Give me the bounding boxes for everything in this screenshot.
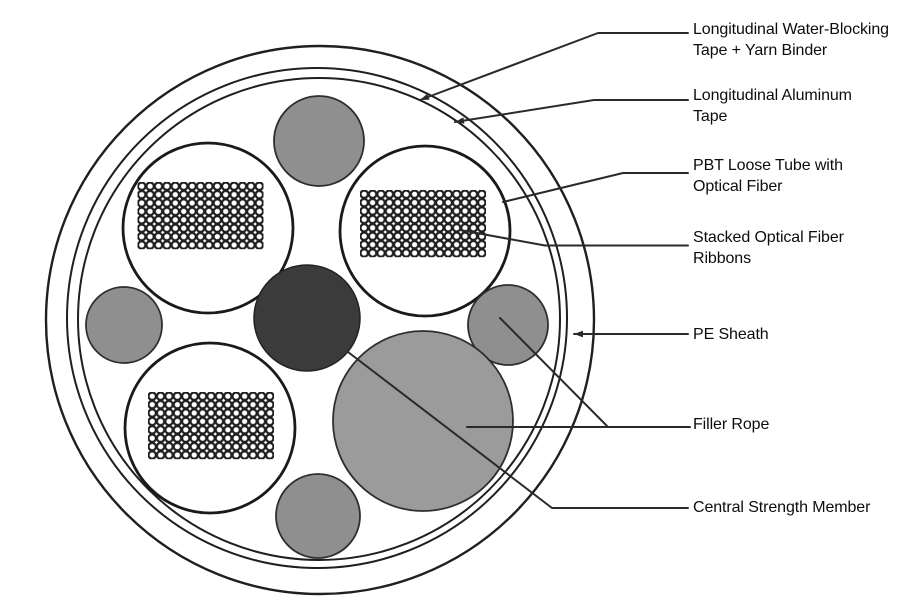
- label-pbt-loose-tube-line1: PBT Loose Tube with: [693, 157, 843, 174]
- label-filler-rope: Filler Rope: [693, 414, 905, 435]
- central-strength-member: [253, 264, 361, 372]
- leader-line-stacked-ribbons: [459, 229, 689, 247]
- label-stacked-ribbons-line1: Stacked Optical Fiber: [693, 229, 844, 246]
- label-pe-sheath-line1: PE Sheath: [693, 326, 769, 343]
- label-stacked-ribbons: Stacked Optical Fiber Ribbons: [693, 227, 905, 269]
- aluminum-tape-ring: [77, 77, 561, 561]
- filler-rope-left: [85, 286, 163, 364]
- label-pe-sheath: PE Sheath: [693, 324, 905, 345]
- label-aluminum-tape-line1: Longitudinal Aluminum: [693, 87, 852, 104]
- arrowhead-pe-sheath: [574, 330, 583, 338]
- label-stacked-ribbons-line2: Ribbons: [693, 250, 752, 267]
- ribbon-stack-top-left: [137, 182, 264, 250]
- label-water-blocking-tape: Longitudinal Water-Blocking Tape + Yarn …: [693, 19, 905, 61]
- ribbon-stack-bottom-left: [148, 392, 274, 460]
- label-aluminum-tape: Longitudinal Aluminum Tape: [693, 85, 905, 127]
- arrowhead-water-blocking: [420, 93, 430, 100]
- leader-line-aluminum-tape: [454, 99, 689, 123]
- water-blocking-tape-ring: [66, 67, 568, 569]
- leader-line-central-strength-member: [347, 351, 689, 509]
- label-central-strength-member: Central Strength Member: [693, 497, 905, 518]
- label-water-blocking-tape-line1: Longitudinal Water-Blocking: [693, 21, 889, 38]
- label-pbt-loose-tube: PBT Loose Tube with Optical Fiber: [693, 155, 905, 197]
- filler-rope-large: [332, 330, 514, 512]
- label-aluminum-tape-line2: Tape: [693, 108, 728, 125]
- filler-rope-top: [273, 95, 365, 187]
- label-central-strength-member-line1: Central Strength Member: [693, 499, 871, 516]
- leader-line-filler-rope-branch: [499, 317, 609, 428]
- label-pbt-loose-tube-line2: Optical Fiber: [693, 178, 783, 195]
- leader-line-pbt-loose-tube: [502, 172, 689, 203]
- leader-line-water-blocking: [419, 32, 689, 101]
- arrowhead-aluminum-tape: [455, 117, 465, 124]
- label-filler-rope-line1: Filler Rope: [693, 416, 770, 433]
- filler-rope-bottom: [275, 473, 361, 559]
- pe-sheath-outer-circle: [44, 44, 596, 596]
- label-water-blocking-tape-line2: Tape + Yarn Binder: [693, 42, 828, 59]
- ribbon-stack-top-right: [360, 190, 486, 258]
